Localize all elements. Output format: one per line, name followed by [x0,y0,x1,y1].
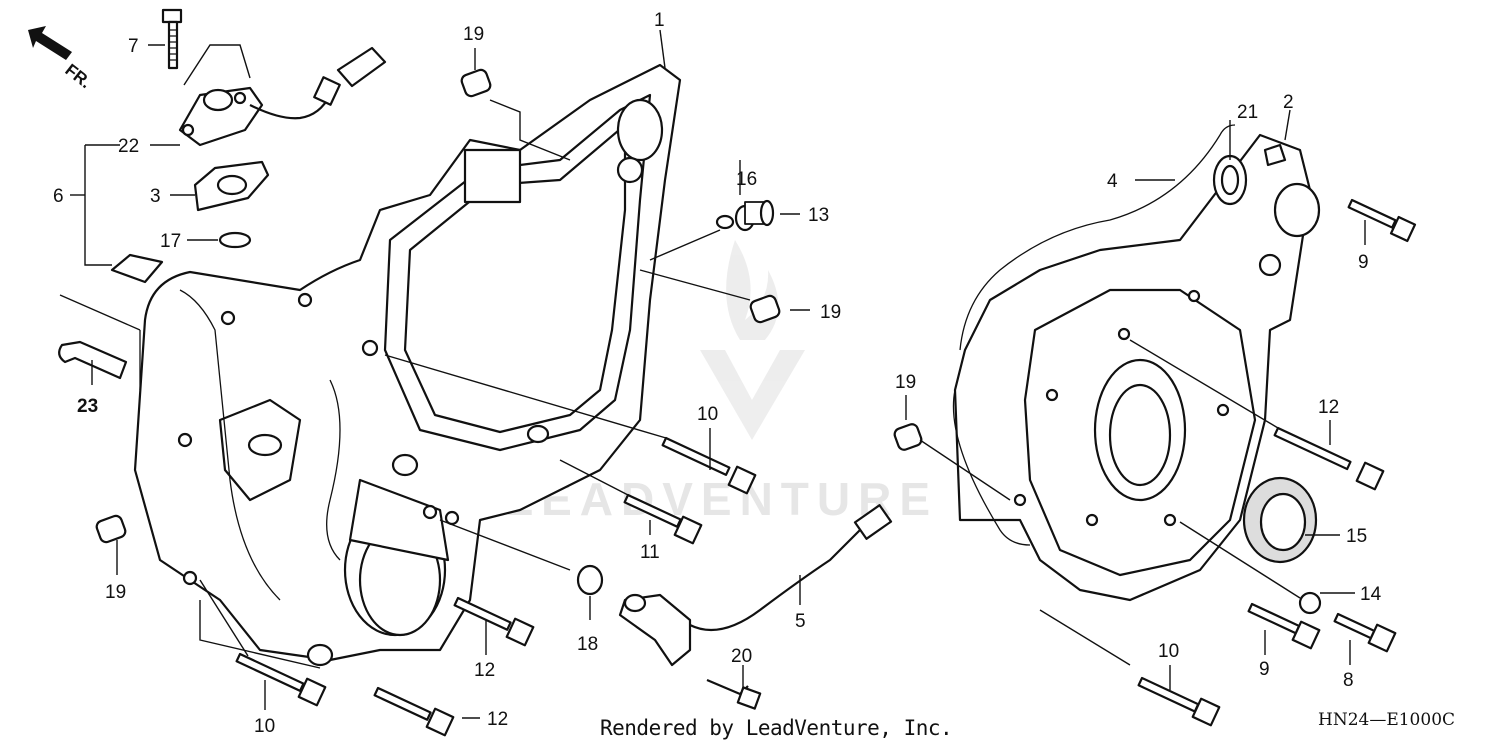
callout-12-right: 12 [1318,397,1339,418]
part-8-bolt [1333,612,1397,653]
part-19-dowel-top [460,68,492,98]
part-22-sensor [178,46,387,147]
part-13-plug [734,199,775,232]
callout-18: 18 [577,634,598,655]
callout-19-top: 19 [463,24,484,45]
callout-23: 23 [77,396,98,417]
part-20-bolt [736,686,762,710]
part-10-bolt-upper [661,436,757,495]
callout-4: 4 [1107,171,1118,192]
callout-2: 2 [1283,92,1294,113]
part-11-bolt [623,493,703,545]
callout-3: 3 [150,186,161,207]
part-15-oil-seal [1242,476,1318,564]
part-12-bolt-lower-mid [453,596,535,647]
callout-15: 15 [1346,526,1367,547]
part-12-bolt-right [1273,426,1385,491]
callout-9-upper: 9 [1358,252,1369,273]
part-5-sensor [618,504,893,710]
front-direction-label: FR. [62,60,95,92]
part-18-o-ring [576,564,604,596]
crankcase-cover-right [952,124,1321,602]
callout-16: 16 [736,169,757,190]
callout-19-mid: 19 [820,302,841,323]
callout-1: 1 [654,10,665,31]
part-16-washer [715,214,735,230]
part-3-gasket [193,160,270,212]
callout-5: 5 [795,611,806,632]
callout-11: 11 [640,542,660,563]
part-10-bolt-right [1137,676,1221,727]
part-21-bearing [1212,154,1248,206]
callout-14: 14 [1360,584,1382,605]
callout-17: 17 [160,231,181,252]
callout-13: 13 [808,205,829,226]
part-19-dowel-right [893,423,923,451]
part-19-dowel-mid [749,294,781,324]
part-7-bolt [161,8,183,70]
callout-19-left: 19 [105,582,126,603]
credit-text: Rendered by LeadVenture, Inc. [600,716,953,740]
callout-numbers: 7 22 3 6 17 23 19 1 16 13 19 10 11 12 18… [53,10,1382,737]
callout-21: 21 [1237,102,1258,123]
callout-12-bottom: 12 [487,709,508,730]
callout-8: 8 [1343,670,1354,691]
callout-10-bottom-left: 10 [254,716,275,737]
callout-7: 7 [128,36,139,57]
callout-6: 6 [53,186,64,207]
front-direction-arrow-icon: FR. [28,26,95,92]
part-10-bolt-bottom-left [235,652,327,707]
leader-lines [70,29,1366,719]
part-12-bolt-bottom [373,686,455,737]
part-6-pad [110,253,164,284]
callout-22: 22 [118,136,139,157]
part-9-bolt-upper [1347,198,1417,243]
part-9-bolt-lower [1247,602,1321,650]
part-17-o-ring [218,231,252,249]
callout-10-upper: 10 [697,404,718,425]
callout-20: 20 [731,646,752,667]
part-19-dowel-left [95,514,127,544]
diagram-code: HN24—E1000C [1318,710,1456,730]
callout-10-right: 10 [1158,641,1179,662]
callout-9-lower: 9 [1259,659,1270,680]
callout-19-right: 19 [895,372,916,393]
callout-12-mid: 12 [474,660,495,681]
part-14-washer [1298,591,1322,615]
crankcase-cover-left [133,63,682,667]
